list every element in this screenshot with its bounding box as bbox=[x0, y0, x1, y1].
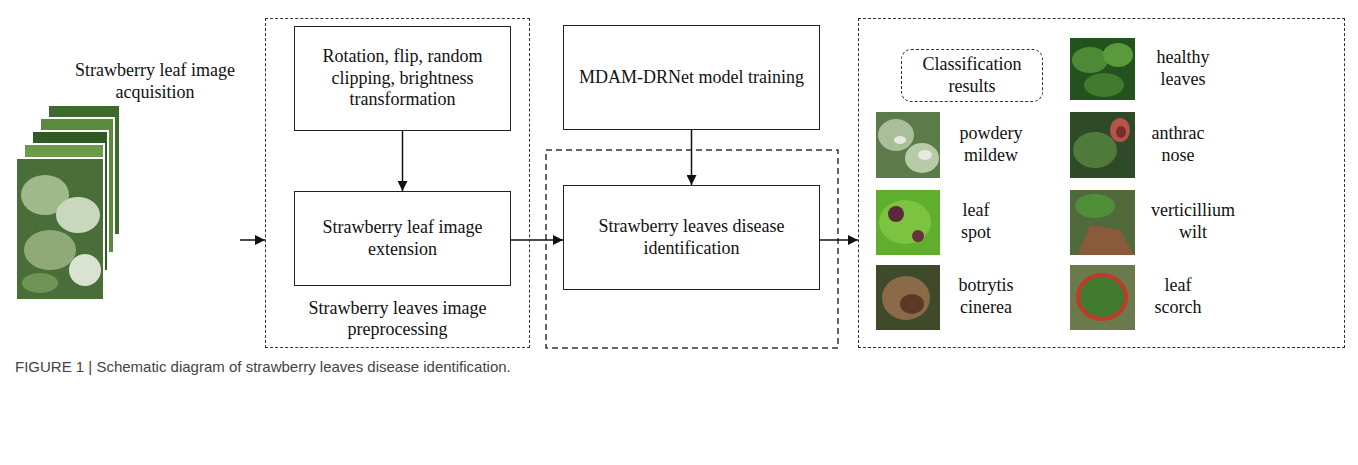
class-label: botrytis cinerea bbox=[946, 275, 1026, 318]
leaf-thumbnail bbox=[900, 294, 924, 314]
leaf-thumbnail bbox=[1103, 43, 1133, 67]
arrow-connector bbox=[240, 239, 265, 241]
leaf-thumbnail bbox=[1070, 112, 1135, 178]
leaf-thumbnail bbox=[905, 143, 939, 173]
class-label: healthy leaves bbox=[1143, 47, 1223, 90]
process-box: Rotation, flip, random clipping, brightn… bbox=[294, 26, 511, 131]
arrow-connector bbox=[820, 239, 858, 241]
box-label: Rotation, flip, random clipping, brightn… bbox=[295, 46, 510, 111]
box-label: Strawberry leaves disease identification bbox=[564, 216, 819, 259]
dashed-group: Strawberry leaves image preprocessing Rot… bbox=[265, 18, 530, 348]
image-stack bbox=[56, 197, 100, 233]
arrow-connector bbox=[402, 131, 404, 191]
class-label: verticillium wilt bbox=[1143, 200, 1243, 243]
class-label: leaf spot bbox=[946, 200, 1006, 243]
leaf-thumbnail bbox=[918, 150, 932, 160]
class-label: anthrac nose bbox=[1143, 123, 1213, 166]
process-box: MDAM-DRNet model training bbox=[563, 25, 820, 130]
box-label: Strawberry leaf image extension bbox=[295, 217, 510, 260]
arrow-connector bbox=[511, 239, 563, 241]
leaf-thumbnail bbox=[1072, 47, 1108, 73]
leaf-thumbnail bbox=[1110, 118, 1130, 142]
leaf-thumbnail bbox=[1070, 38, 1135, 100]
image-stack bbox=[24, 230, 76, 270]
leaf-thumbnail bbox=[1070, 38, 1135, 100]
leaf-thumbnail bbox=[876, 190, 940, 255]
process-box: Strawberry leaf image extension bbox=[294, 191, 511, 286]
class-label: leaf scorch bbox=[1143, 275, 1213, 318]
leaf-thumbnail bbox=[882, 276, 930, 320]
group-title: Strawberry leaf image acquisition bbox=[75, 60, 235, 103]
leaf-thumbnail bbox=[1116, 126, 1126, 138]
leaf-thumbnail bbox=[1078, 225, 1134, 255]
image-stack bbox=[69, 254, 101, 286]
image-stack bbox=[22, 273, 58, 293]
leaf-thumbnail bbox=[1070, 265, 1135, 330]
leaf-thumbnail bbox=[876, 112, 940, 178]
leaf-thumbnail bbox=[1070, 265, 1135, 330]
box-label: MDAM-DRNet model training bbox=[569, 67, 814, 89]
leaf-thumbnail bbox=[1070, 190, 1135, 255]
leaf-thumbnail bbox=[878, 119, 914, 151]
leaf-thumbnail bbox=[876, 265, 940, 330]
leaf-thumbnail bbox=[912, 230, 924, 242]
leaf-thumbnail bbox=[1078, 275, 1126, 319]
leaf-thumbnail bbox=[876, 190, 940, 255]
leaf-thumbnail bbox=[1073, 132, 1117, 168]
image-source: Strawberry leaf image acquisition bbox=[15, 55, 240, 300]
arrow-connector bbox=[691, 130, 693, 185]
leaf-thumbnail bbox=[888, 206, 904, 222]
leaf-thumbnail bbox=[876, 265, 940, 330]
class-label: powdery mildew bbox=[946, 123, 1036, 166]
process-box: Strawberry leaves disease identification bbox=[563, 185, 820, 290]
group-title: Classification results bbox=[901, 49, 1043, 102]
leaf-thumbnail bbox=[894, 136, 906, 144]
caption: FIGURE 1 | Schematic diagram of strawber… bbox=[15, 358, 511, 375]
leaf-thumbnail bbox=[1075, 194, 1115, 218]
leaf-thumbnail bbox=[876, 112, 940, 178]
group-title: Strawberry leaves image preprocessing bbox=[266, 298, 529, 341]
leaf-thumbnail bbox=[1070, 112, 1135, 178]
results-panel: Classification results bbox=[858, 18, 1345, 348]
leaf-thumbnail bbox=[1084, 73, 1124, 97]
image-stack bbox=[16, 158, 104, 300]
leaf-thumbnail bbox=[1070, 190, 1135, 255]
image-stack bbox=[16, 105, 120, 300]
leaf-thumbnail bbox=[879, 200, 931, 244]
